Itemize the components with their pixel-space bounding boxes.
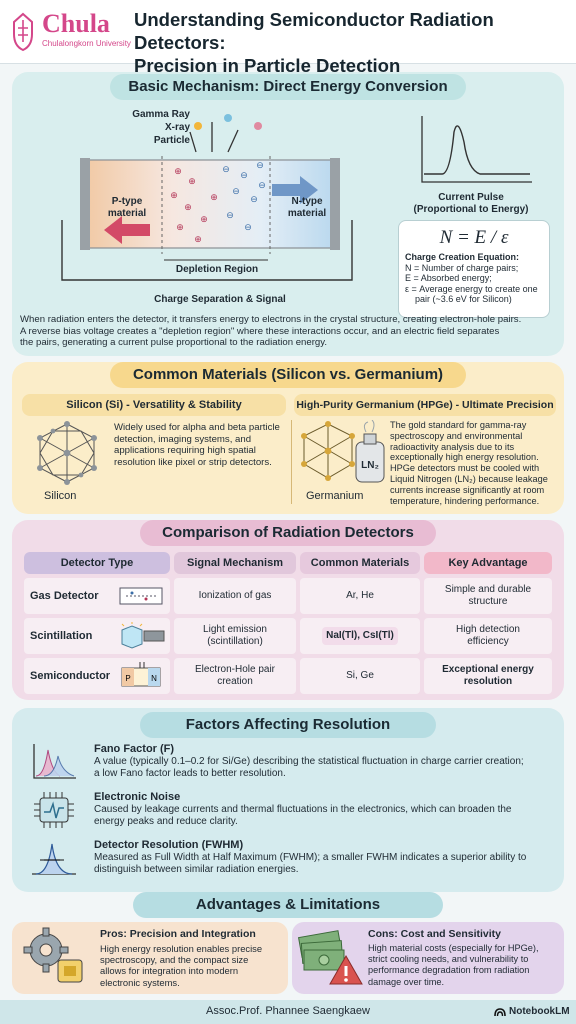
brand: NotebookLM <box>494 1006 574 1017</box>
svg-text:⊖: ⊖ <box>222 164 230 174</box>
scintillator-icon <box>121 622 165 649</box>
col-signal-mechanism: Signal Mechanism <box>174 552 296 574</box>
logo-subtitle: Chulalongkorn University <box>42 39 131 48</box>
logo-name: Chula <box>42 9 110 38</box>
germanium-title: High-Purity Germanium (HPGe) - Ultimate … <box>294 394 556 416</box>
svg-text:⊕: ⊕ <box>200 214 208 224</box>
col-key-advantage: Key Advantage <box>424 552 552 574</box>
factor-electronic-noise: Electronic Noise Caused by leakage curre… <box>94 791 512 827</box>
svg-text:⊖: ⊖ <box>250 194 258 204</box>
svg-text:⊕: ⊕ <box>194 234 202 244</box>
current-pulse-graph <box>421 116 532 183</box>
factors-heading: Factors Affecting Resolution <box>140 712 436 738</box>
equation: N = E / ε <box>439 227 509 248</box>
fano-distribution-icon <box>33 744 76 779</box>
factor-fano: Fano Factor (F) A value (typically 0.1–0… <box>94 743 524 779</box>
col-detector-type: Detector Type <box>24 552 170 574</box>
p-type-label: P-type material <box>107 196 147 219</box>
mechanism-description: When radiation enters the detector, it t… <box>20 314 522 348</box>
svg-text:⊕: ⊕ <box>188 176 196 186</box>
svg-text:⊖: ⊖ <box>232 186 240 196</box>
materials-divider <box>291 420 292 504</box>
factors-panel <box>12 708 564 892</box>
silicon-title: Silicon (Si) - Versatility & Stability <box>22 394 286 416</box>
detector-diagram: ⊕⊕⊕ ⊕⊕⊕ ⊕⊕ ⊖⊖⊖ ⊖⊖⊖ ⊖⊖ <box>61 114 353 281</box>
gas-detector-icon <box>119 587 163 605</box>
crest-icon <box>13 12 33 52</box>
equation-box: N = E / ε Charge Creation Equation: N = … <box>398 220 550 318</box>
silicon-description: Widely used for alpha and beta particle … <box>114 422 280 468</box>
fwhm-peak-icon <box>32 843 76 875</box>
svg-text:⊕: ⊕ <box>184 202 192 212</box>
svg-text:⊕: ⊕ <box>170 190 178 200</box>
factor-fwhm: Detector Resolution (FWHM) Measured as F… <box>94 839 527 875</box>
svg-text:⊖: ⊖ <box>240 170 248 180</box>
comparison-heading: Comparison of Radiation Detectors <box>140 520 436 546</box>
svg-text:⊖: ⊖ <box>258 180 266 190</box>
charge-separation-label: Charge Separation & Signal <box>154 294 286 305</box>
incoming-radiation-labels: Gamma Ray X-ray Particle <box>132 109 190 146</box>
current-pulse-label: Current Pulse (Proportional to Energy) <box>413 192 529 215</box>
svg-text:N: N <box>151 674 157 683</box>
materials-heading: Common Materials (Silicon vs. Germanium) <box>110 362 466 388</box>
ln2-dewar-icon <box>355 420 385 483</box>
germanium-label: Germanium <box>306 490 364 502</box>
money-warning-icon <box>297 930 363 985</box>
chip-icon <box>34 792 74 828</box>
svg-text:P: P <box>125 674 130 683</box>
notebooklm-icon <box>494 1007 506 1016</box>
germanium-lattice-icon <box>301 420 385 483</box>
svg-text:⊖: ⊖ <box>244 222 252 232</box>
semiconductor-icon: P N <box>121 662 161 687</box>
svg-text:⊕: ⊕ <box>174 166 182 176</box>
chula-logo: Chula Chulalongkorn University <box>8 8 131 56</box>
silicon-label: Silicon <box>44 490 77 502</box>
page-title: Understanding Semiconductor Radiation De… <box>134 9 494 76</box>
svg-text:⊖: ⊖ <box>256 160 264 170</box>
svg-text:⊖: ⊖ <box>226 210 234 220</box>
germanium-description: The gold standard for gamma-ray spectros… <box>390 420 548 506</box>
pros-text: Pros: Precision and Integration High ene… <box>100 928 263 988</box>
footer <box>0 1000 576 1024</box>
table-row: Gas Detector <box>24 578 170 614</box>
n-type-label: N-type material <box>287 196 327 219</box>
silicon-lattice-icon <box>37 421 97 485</box>
ln2-label: LN₂ <box>361 460 379 471</box>
gear-chip-icon <box>23 927 83 983</box>
adv-heading: Advantages & Limitations <box>133 892 443 918</box>
svg-text:⊕: ⊕ <box>176 222 184 232</box>
svg-text:⊕: ⊕ <box>210 192 218 202</box>
author: Assoc.Prof. Phannee Saengkaew <box>206 1005 370 1017</box>
col-common-materials: Common Materials <box>300 552 420 574</box>
mechanism-heading: Basic Mechanism: Direct Energy Conversio… <box>110 74 466 100</box>
header <box>0 0 576 64</box>
cons-text: Cons: Cost and Sensitivity High material… <box>368 928 539 987</box>
depletion-region-label: Depletion Region <box>175 264 259 275</box>
